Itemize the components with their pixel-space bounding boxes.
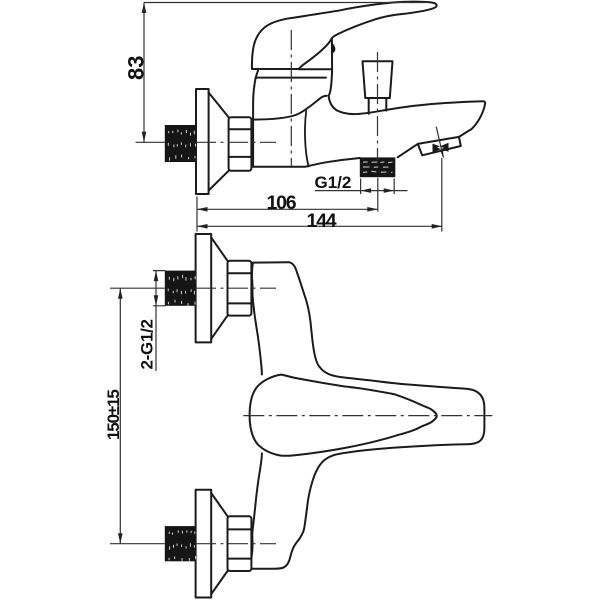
svg-text:106: 106 [267,192,297,214]
svg-text:144: 144 [307,210,337,232]
svg-text:2-G1/2: 2-G1/2 [138,319,157,369]
svg-text:83: 83 [124,56,149,80]
svg-text:G1/2: G1/2 [315,173,352,192]
svg-text:150±15: 150±15 [104,390,123,440]
